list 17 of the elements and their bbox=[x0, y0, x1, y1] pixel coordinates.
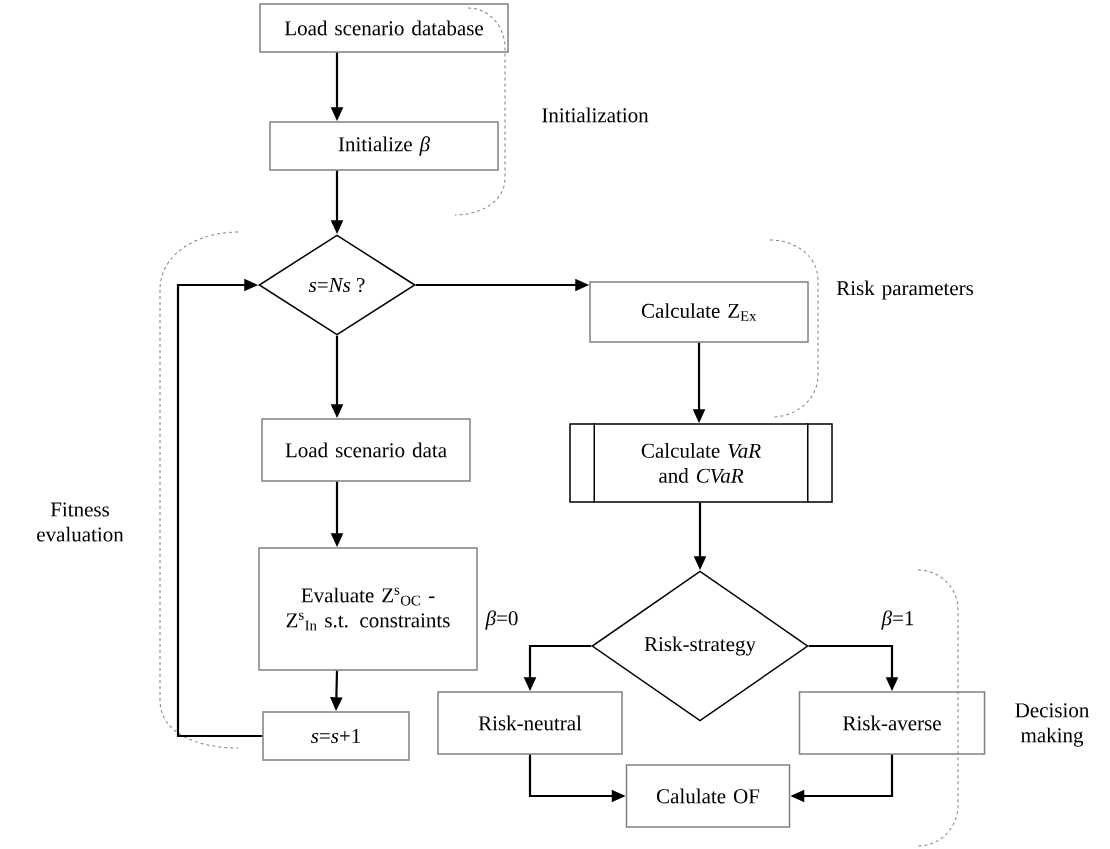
process-box: s=s+1 bbox=[262, 711, 410, 761]
process-box: Calculate Z$_{Ex}$ bbox=[589, 281, 809, 343]
arrow bbox=[176, 278, 263, 738]
group-label: Initialization bbox=[542, 107, 649, 123]
subprocess-box: Calculate VaR and CVaR bbox=[569, 422, 833, 504]
process-box: Evaluate Z$^{s}$$_{OC}$ - Z$^{s}$$_{In}$ s.t. constraints bbox=[258, 547, 478, 671]
group-label: Decision making bbox=[1015, 703, 1089, 747]
process-box: Calulate OF bbox=[625, 764, 791, 828]
group-label: Fitness evaluation bbox=[37, 502, 124, 542]
group-label: Risk parameters bbox=[836, 280, 974, 300]
process-box: Initialize β bbox=[269, 121, 499, 171]
edge-label: β=1 bbox=[880, 609, 916, 631]
process-box: Risk-neutral bbox=[437, 691, 623, 755]
process-box: Load scenario data bbox=[261, 418, 471, 482]
process-box: Risk-averse bbox=[798, 691, 986, 755]
process-box: Load scenario database bbox=[259, 3, 509, 53]
edge-label: β=0 bbox=[484, 609, 520, 631]
